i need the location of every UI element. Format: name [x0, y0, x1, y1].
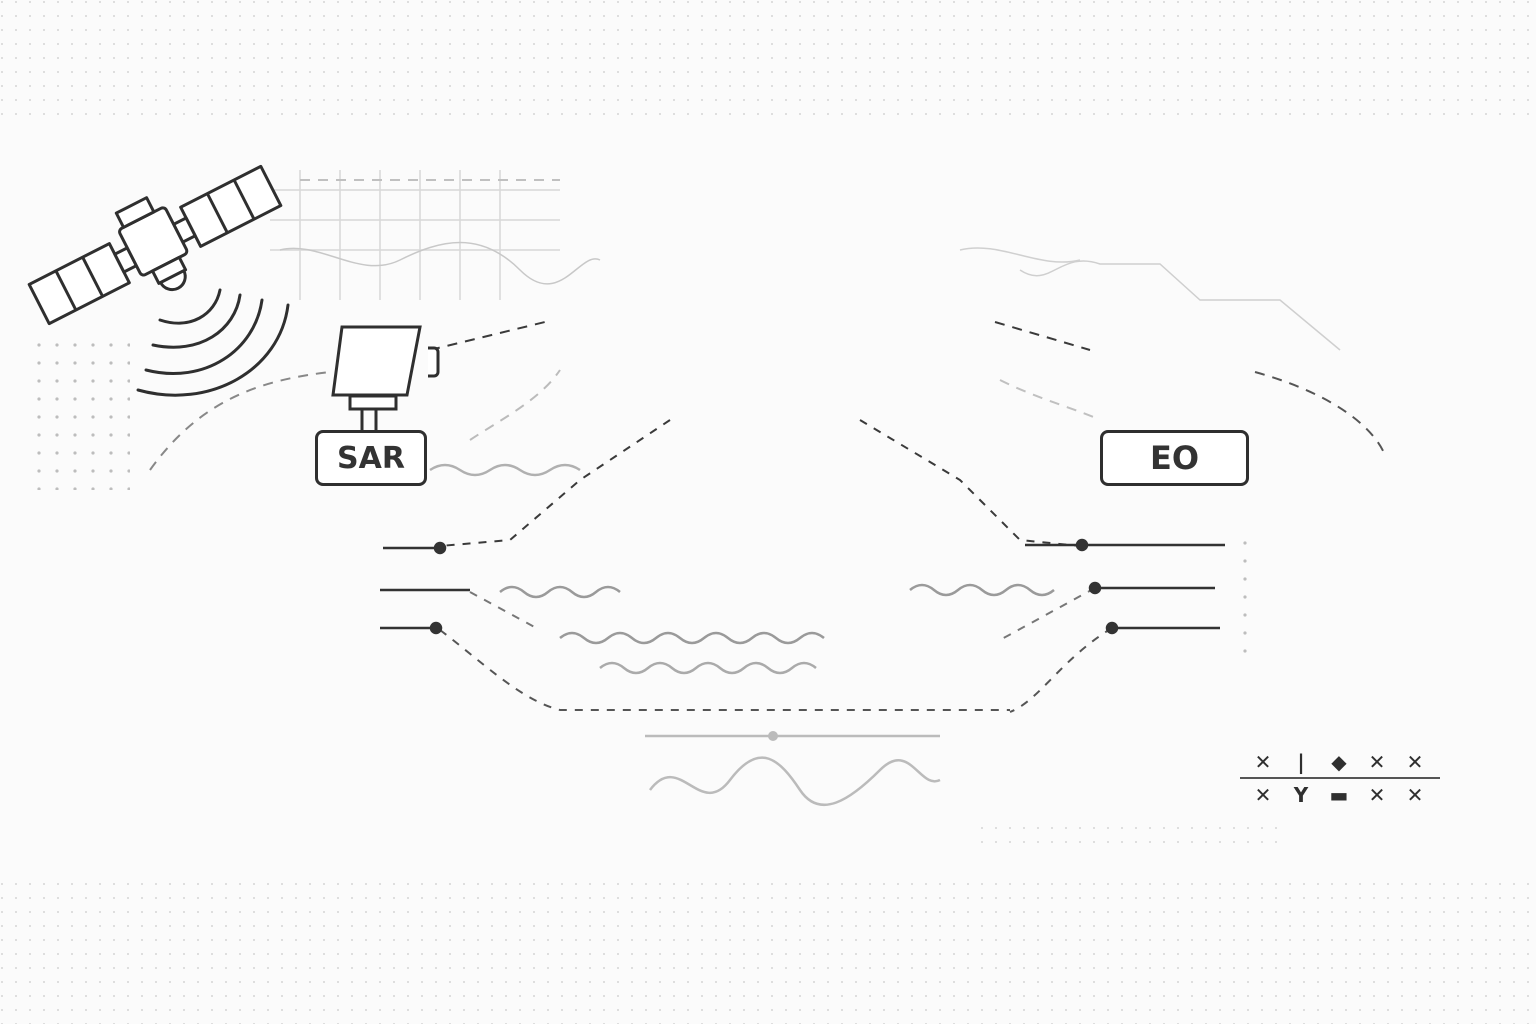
eo-label: EO — [1100, 430, 1249, 486]
satellite-icon — [27, 164, 283, 326]
status-cell: ✕ — [1368, 782, 1386, 807]
status-cell: ✕ — [1254, 749, 1272, 774]
status-grid-icon: ✕ | ◆ ✕ ✕ ✕ Y ▬ ✕ ✕ — [1244, 745, 1434, 811]
status-cell: ✕ — [1406, 782, 1424, 807]
solid-connectors — [380, 538, 1225, 741]
status-cell: ◆ — [1331, 749, 1347, 774]
background-grid-lines — [270, 170, 1341, 351]
sar-label: SAR — [315, 430, 427, 486]
dashed-connectors — [149, 179, 1386, 713]
status-cell: ✕ — [1368, 749, 1386, 774]
status-cell: | — [1297, 749, 1305, 774]
sar-camera-icon — [331, 325, 440, 430]
status-cell: ✕ — [1254, 782, 1272, 807]
status-cell: Y — [1293, 782, 1309, 807]
status-panel-divider — [1240, 777, 1440, 779]
status-cell: ✕ — [1406, 749, 1424, 774]
radio-waves-icon — [136, 288, 290, 397]
water-waves — [429, 463, 1055, 807]
status-cell: ▬ — [1329, 782, 1349, 807]
